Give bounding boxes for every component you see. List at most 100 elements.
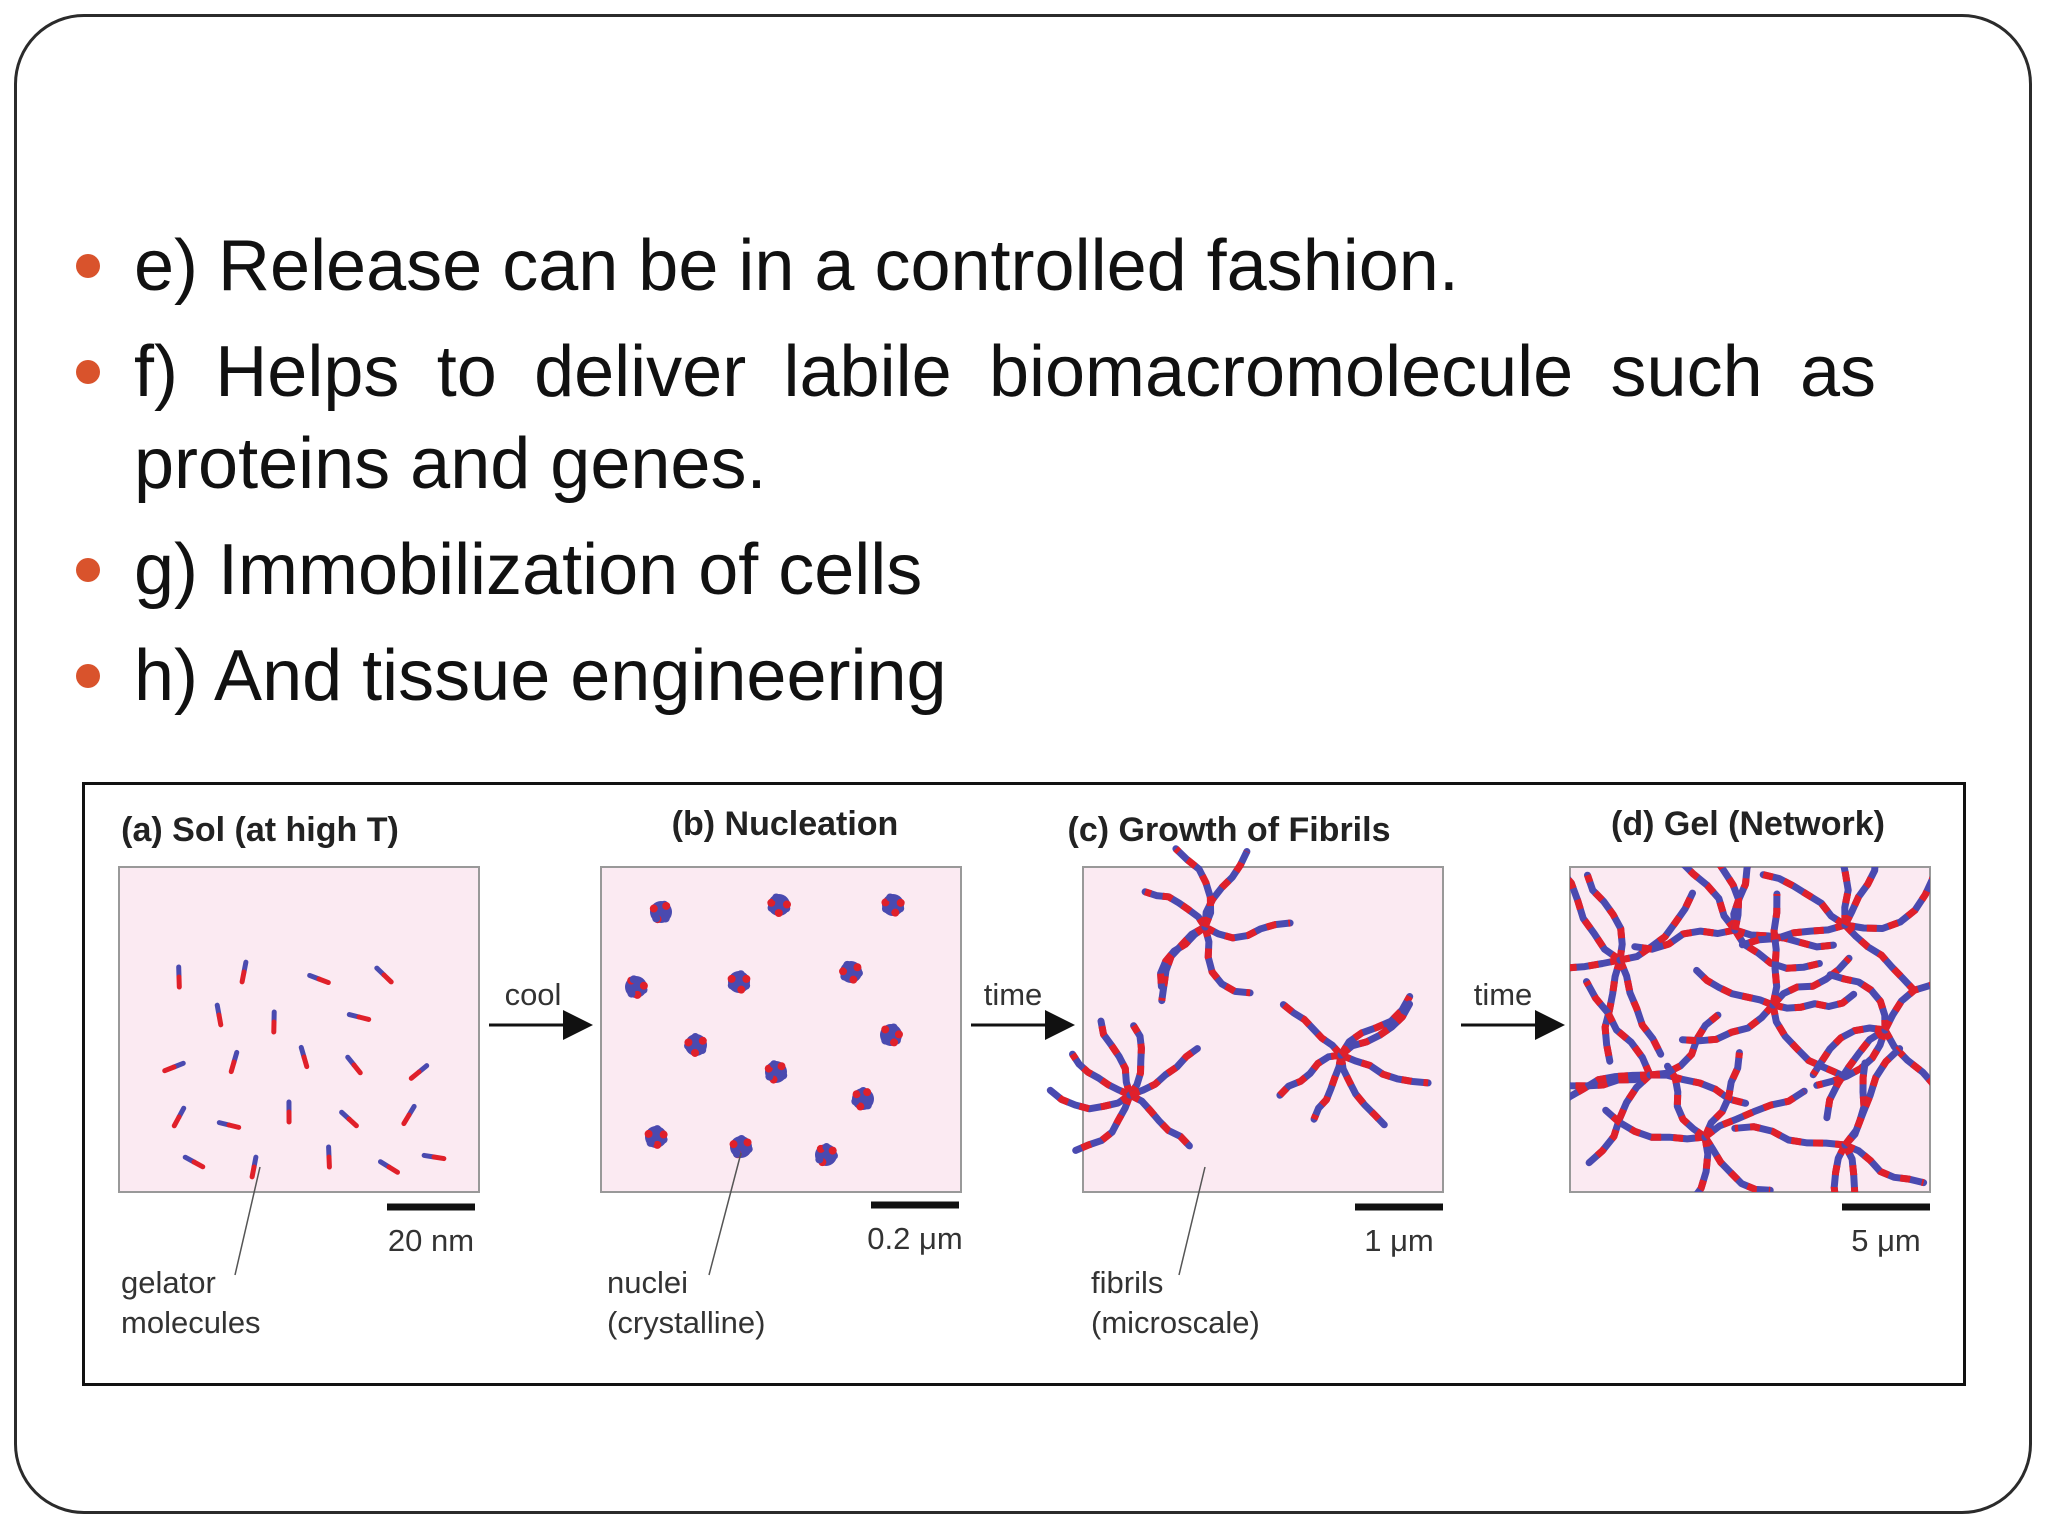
- nucleus-cluster: [652, 914, 661, 923]
- nucleus-cluster: [698, 1036, 707, 1045]
- panel-d-title: (d) Gel (Network): [1611, 805, 1885, 843]
- nucleus-cluster: [691, 1048, 700, 1057]
- gelator-molecule: [226, 1122, 242, 1130]
- nucleus-cluster: [853, 963, 862, 972]
- gelator-molecules: [162, 959, 447, 1180]
- gel-fibril: [1584, 874, 1626, 961]
- nucleus-cluster: [662, 901, 671, 910]
- gelator-molecule: [386, 1164, 401, 1175]
- gel-fibril: [1664, 1064, 1708, 1140]
- callout-c-line2: (microscale): [1091, 1305, 1260, 1340]
- fibril-arm: [1157, 923, 1209, 990]
- nucleus-cluster: [737, 985, 746, 994]
- gel-fibril: [1842, 922, 1917, 993]
- fibril-arm: [1337, 1054, 1387, 1128]
- gel-fibril: [1810, 1024, 1886, 1077]
- nucleus-cluster: [886, 893, 895, 902]
- nucleus-cluster: [852, 1090, 861, 1099]
- nucleus-cluster: [894, 1030, 903, 1039]
- gel-fibril: [1815, 1028, 1889, 1089]
- gel-fibril: [1840, 867, 1852, 926]
- bullet-dot-icon: [76, 360, 100, 384]
- gel-fibril: [1681, 867, 1738, 933]
- gelator-molecule: [162, 1064, 177, 1074]
- fibril-arm: [1126, 1022, 1145, 1099]
- gelator-molecule: [351, 1062, 363, 1076]
- gel-fibril: [1570, 1071, 1651, 1090]
- gel-fibril: [1570, 1071, 1651, 1101]
- gel-fibril: [1770, 955, 1852, 1008]
- gel-fibril: [1701, 1052, 1743, 1139]
- nucleus-cluster: [863, 1101, 872, 1110]
- gel-fibril: [1649, 1012, 1721, 1079]
- callout-a-line1: gelator: [121, 1265, 216, 1300]
- nucleus-cluster: [661, 914, 670, 923]
- gel-fibril: [1702, 1088, 1807, 1140]
- nucleus-cluster: [639, 981, 648, 990]
- nucleus-cluster: [653, 1125, 662, 1134]
- nucleus-cluster: [822, 1143, 831, 1152]
- callout-line-c: [1178, 1166, 1206, 1276]
- nucleus-cluster: [896, 898, 905, 907]
- bullet-dot-icon: [76, 558, 100, 582]
- nucleus-cluster: [881, 904, 890, 913]
- nucleus-cluster: [732, 1149, 741, 1158]
- nucleus-cluster: [736, 970, 745, 979]
- bullet-item: g) Immobilization of cells: [76, 524, 1876, 616]
- fibril-arm: [1201, 849, 1251, 928]
- fibril-arm: [1203, 919, 1291, 942]
- fibril-arm: [1097, 1020, 1134, 1096]
- bullet-item: h) And tissue engineering: [76, 630, 1876, 722]
- nucleus-cluster: [684, 1038, 693, 1047]
- nucleus-cluster: [659, 1130, 668, 1139]
- gel-fibril: [1769, 893, 1781, 1006]
- nucleus-cluster: [629, 975, 638, 984]
- nucleus-cluster: [743, 1138, 752, 1147]
- nucleus-cluster: [774, 908, 783, 917]
- nucleus-cluster: [767, 898, 776, 907]
- gelation-diagram: (a) Sol (at high T) (b) Nucleation (c) G…: [118, 805, 1931, 1340]
- gel-fibril: [1844, 876, 1930, 932]
- fibril-arm: [1048, 1087, 1132, 1113]
- bullet-item: e) Release can be in a controlled fashio…: [76, 220, 1876, 312]
- gelator-molecule: [171, 1114, 182, 1129]
- gel-fibril: [1881, 1026, 1930, 1086]
- gelator-molecule: [401, 1112, 412, 1127]
- scale-label-d: 5 μm: [1851, 1223, 1921, 1258]
- gel-fibril: [1823, 1027, 1887, 1119]
- panel-a-box: [118, 866, 480, 1193]
- gel-fibril: [1649, 1071, 1747, 1107]
- scale-label-b: 0.2 μm: [867, 1221, 962, 1256]
- nucleus-cluster: [646, 1138, 655, 1147]
- gelator-molecule: [191, 1159, 206, 1170]
- nucleus-cluster: [839, 967, 848, 976]
- nucleus-cluster: [653, 1140, 662, 1149]
- gel-fibril: [1702, 1135, 1771, 1192]
- bullet-text: f) Helps to deliver labile biomacromolec…: [134, 332, 1876, 504]
- gel-fibril: [1570, 876, 1622, 963]
- nucleus-cluster: [782, 900, 791, 909]
- nucleus-cluster: [765, 1072, 774, 1081]
- nucleus-cluster: [727, 974, 736, 983]
- nucleus-cluster: [843, 960, 852, 969]
- gelator-molecule: [216, 1012, 224, 1028]
- gel-fibril: [1842, 1046, 1903, 1148]
- nucleus-cluster: [849, 975, 858, 984]
- callout-line-a: [234, 1166, 261, 1276]
- scale-label-a: 20 nm: [388, 1223, 474, 1258]
- gel-fibril: [1769, 1004, 1842, 1078]
- gel-fibril: [1682, 1002, 1776, 1045]
- nucleus-cluster: [851, 1097, 860, 1106]
- callout-b-line1: nuclei: [607, 1265, 688, 1300]
- gelator-molecule: [249, 1164, 257, 1180]
- callout-c-line1: fibrils: [1091, 1265, 1163, 1300]
- gel-fibril: [1603, 1107, 1706, 1143]
- fibril-arm: [1276, 1051, 1345, 1099]
- bullet-dot-icon: [76, 664, 100, 688]
- bullet-text: g) Immobilization of cells: [134, 530, 923, 610]
- fibril-arm: [1128, 1045, 1200, 1099]
- bullet-dot-icon: [76, 254, 100, 278]
- nucleus-cluster: [779, 1071, 788, 1080]
- arrow-label-time-2: time: [1474, 977, 1533, 1012]
- nucleus-cluster: [889, 1023, 898, 1032]
